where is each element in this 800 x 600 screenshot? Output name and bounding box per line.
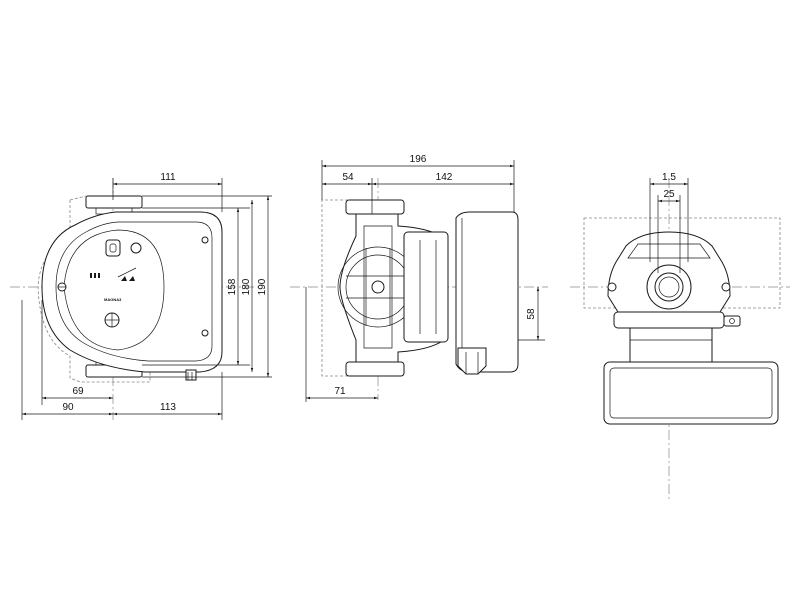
dim-text-54: 54: [342, 172, 354, 183]
brand-label: MAGNA3: [104, 297, 122, 302]
side-cable-gland: [457, 347, 487, 375]
dim-text-190: 190: [257, 278, 268, 295]
side-bottom-flange: [345, 361, 405, 377]
dim-text-113: 113: [160, 402, 176, 413]
screw-top-right: [201, 236, 209, 244]
side-view: 196 54 142 58 71: [290, 154, 548, 402]
connector-button: [105, 239, 121, 257]
top-flange: [85, 195, 143, 209]
dim-text-90: 90: [62, 402, 74, 413]
dim-text-69: 69: [72, 386, 84, 397]
front-view: MAGNA3 111 158 180 190 69 90: [10, 172, 272, 420]
led-indicators: [90, 267, 137, 281]
control-panel-outline: [55, 221, 213, 362]
dim-text-111: 111: [160, 172, 176, 183]
dim-text-1-5: 1.5: [662, 172, 676, 183]
dim-text-196: 196: [410, 154, 427, 165]
dim-text-142: 142: [436, 172, 453, 183]
cable-gland: [185, 369, 197, 381]
dim-text-25: 25: [663, 189, 675, 200]
dim-text-180: 180: [241, 278, 252, 295]
motor-neck: [629, 327, 713, 363]
dim-text-71: 71: [334, 386, 346, 397]
end-view: 1.5 25: [570, 172, 790, 500]
side-hidden-outline: [321, 199, 348, 377]
motor-stator: [403, 231, 449, 343]
side-top-flange: [345, 199, 405, 215]
screw-bottom-right: [201, 329, 209, 337]
pump-housing: [41, 211, 223, 373]
dim-text-58: 58: [526, 308, 537, 320]
mounting-bracket: [613, 311, 725, 329]
dim-text-158: 158: [227, 278, 238, 295]
end-hidden-box: [583, 217, 781, 309]
end-control-box: [603, 361, 779, 425]
